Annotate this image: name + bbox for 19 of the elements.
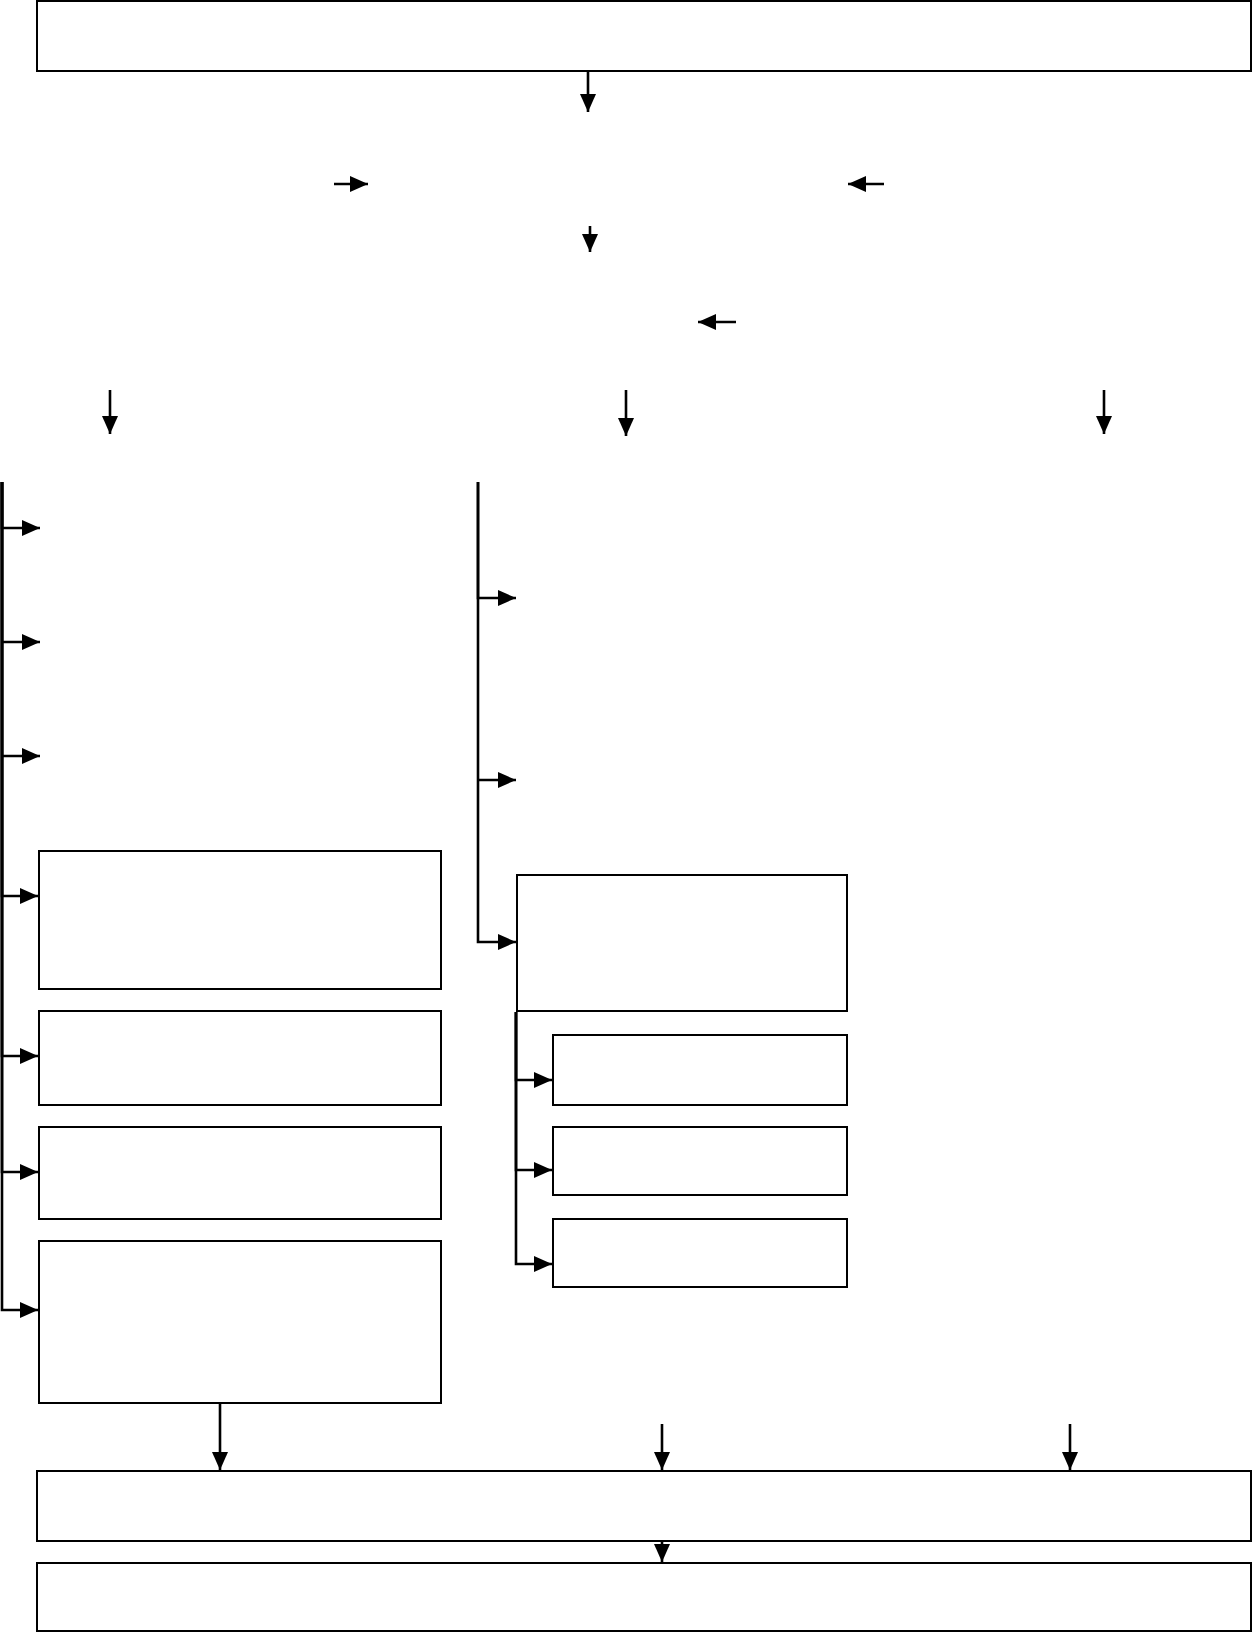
process-box	[36, 1470, 1252, 1542]
process-box	[38, 1240, 442, 1404]
process-box	[36, 0, 1252, 72]
process-box	[38, 850, 442, 990]
process-box	[36, 1562, 1252, 1632]
arrow	[580, 72, 596, 112]
process-box	[552, 1034, 848, 1106]
process-box	[38, 1126, 442, 1220]
arrow	[212, 1404, 228, 1470]
arrow	[654, 1542, 670, 1562]
process-box	[552, 1218, 848, 1288]
arrow	[0, 482, 38, 1318]
process-box	[516, 874, 848, 1012]
arrow	[476, 482, 516, 950]
arrow	[514, 1012, 552, 1272]
process-box	[552, 1126, 848, 1196]
arrow	[654, 1424, 670, 1470]
arrow	[1062, 1424, 1078, 1470]
process-box	[38, 1010, 442, 1106]
